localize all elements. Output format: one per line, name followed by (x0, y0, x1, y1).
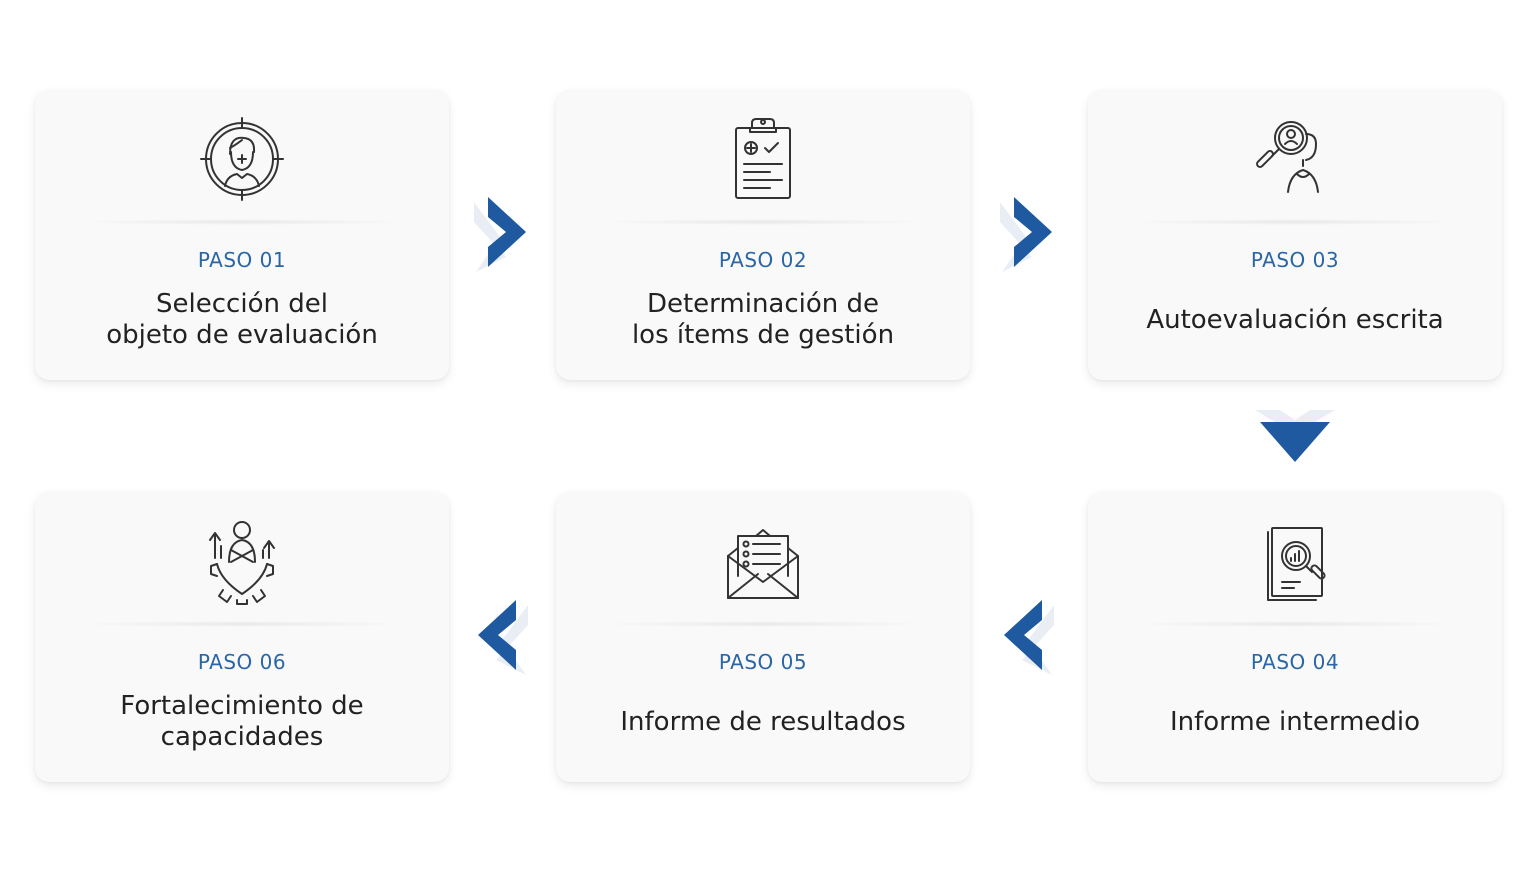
card-divider (1128, 621, 1462, 627)
card-divider (1128, 219, 1462, 225)
step-number: PASO 02 (718, 248, 808, 272)
step-card-02: PASO 02 Determinación de los ítems de ge… (556, 90, 970, 380)
card-divider (596, 219, 930, 225)
step-number: PASO 01 (197, 248, 287, 272)
step-title-text: Determinación de los ítems de gestión (631, 289, 895, 350)
clipboard-checklist-icon (718, 114, 808, 204)
report-magnifier-icon (1250, 516, 1340, 606)
arrow-right-icon (466, 182, 536, 282)
step-title: Informe de resultados (566, 682, 960, 762)
step-title-text: Autoevaluación escrita (1146, 304, 1444, 335)
step-title-text: Informe intermedio (1169, 706, 1421, 737)
step-number: PASO 03 (1250, 248, 1340, 272)
card-divider (75, 621, 409, 627)
step-title: Fortalecimiento de capacidades (45, 682, 439, 762)
step-title-text: Selección del objeto de evaluación (106, 289, 378, 350)
step-title: Informe intermedio (1098, 682, 1492, 762)
arrow-left-icon (992, 585, 1062, 685)
envelope-list-icon (718, 516, 808, 606)
magnifier-person-icon (1250, 114, 1340, 204)
step-number: PASO 04 (1250, 650, 1340, 674)
card-divider (75, 219, 409, 225)
step-card-03: PASO 03 Autoevaluación escrita (1088, 90, 1502, 380)
step-card-01: PASO 01 Selección del objeto de evaluaci… (35, 90, 449, 380)
arrow-right-icon (992, 182, 1062, 282)
step-title: Determinación de los ítems de gestión (566, 280, 960, 360)
card-divider (596, 621, 930, 627)
step-title-text: Fortalecimiento de capacidades (120, 691, 364, 752)
step-number: PASO 05 (718, 650, 808, 674)
arrow-left-icon (466, 585, 536, 685)
gear-person-growth-icon (197, 516, 287, 606)
step-card-06: PASO 06 Fortalecimiento de capacidades (35, 492, 449, 782)
target-person-icon (197, 114, 287, 204)
step-number: PASO 06 (197, 650, 287, 674)
step-card-04: PASO 04 Informe intermedio (1088, 492, 1502, 782)
step-title-text: Informe de resultados (620, 706, 906, 737)
step-card-05: PASO 05 Informe de resultados (556, 492, 970, 782)
arrow-down-icon (1240, 406, 1350, 476)
step-title: Autoevaluación escrita (1098, 280, 1492, 360)
step-title: Selección del objeto de evaluación (45, 280, 439, 360)
